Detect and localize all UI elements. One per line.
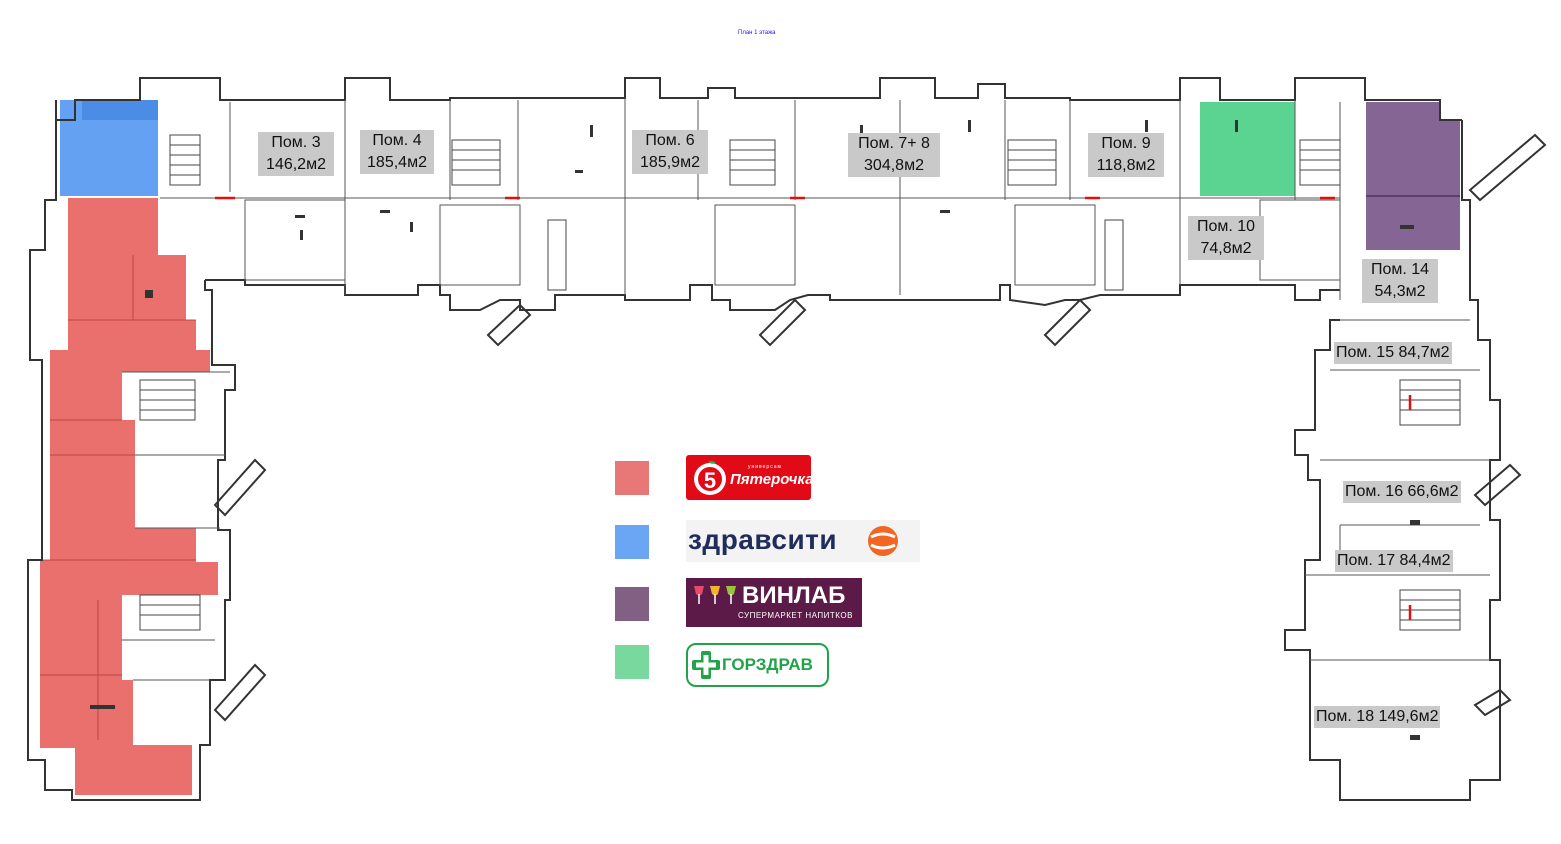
room-7-8-area: 304,8м2 <box>864 157 924 174</box>
room-6-area: 185,9м2 <box>640 154 700 171</box>
room-9-area: 118,8м2 <box>1096 157 1156 174</box>
room-3-name: Пом. 3 <box>271 134 321 151</box>
stairs <box>139 134 1461 631</box>
partitions-top <box>160 98 1341 300</box>
room-label-15: Пом. 15 84,7м2 <box>1334 342 1452 364</box>
orange-swirl-icon <box>868 526 898 556</box>
room-9-name: Пом. 9 <box>1101 135 1151 152</box>
room-label-14: Пом. 14 54,3м2 <box>1362 259 1438 303</box>
room-label-17: Пом. 17 84,4м2 <box>1335 550 1453 572</box>
five-apple-icon: 5 <box>694 460 726 495</box>
plan-caption: План 1 этажа <box>738 30 776 36</box>
legend-swatch-pyaterochka <box>615 461 649 495</box>
room-10-name: Пом. 10 <box>1196 218 1256 235</box>
partitions-left <box>122 371 230 681</box>
room-label-7-8: Пом. 7+ 8 304,8м2 <box>848 133 940 177</box>
room-14-name: Пом. 14 <box>1370 261 1430 278</box>
pyaterochka-tagline: универсам <box>748 464 782 470</box>
gorzdrav-brand: ГОРЗДРАВ <box>722 655 813 674</box>
room-label-3: Пом. 3 146,2м2 <box>258 132 334 176</box>
zdravcity-brand: здравсити <box>688 524 838 555</box>
building-outline <box>27 77 1501 801</box>
room-4-area: 185,4м2 <box>367 154 427 171</box>
zone-zdravcity <box>60 100 158 196</box>
zone-pyaterochka <box>40 198 218 795</box>
room-3-area: 146,2м2 <box>266 156 326 173</box>
room-14-area: 54,3м2 <box>1374 283 1426 300</box>
svg-text:5: 5 <box>704 468 716 493</box>
room-7-8-name: Пом. 7+ 8 <box>858 135 930 152</box>
logo-zdravcity: здравсити <box>686 520 920 562</box>
logo-pyaterochka: 5 универсам Пятерочка <box>686 455 811 500</box>
green-cross-icon <box>692 651 720 679</box>
room-label-6: Пом. 6 185,9м2 <box>632 130 708 174</box>
legend-swatch-zdravcity <box>615 525 649 559</box>
room-10-area: 74,8м2 <box>1200 240 1252 257</box>
room-label-9: Пом. 9 118,8м2 <box>1088 133 1164 177</box>
room-label-10: Пом. 10 74,8м2 <box>1188 216 1264 260</box>
room-4-name: Пом. 4 <box>372 132 422 149</box>
entrance-marks <box>215 196 1412 620</box>
zone-vinlab <box>1366 102 1460 250</box>
legend-swatch-vinlab <box>615 587 649 621</box>
vinlab-tagline: СУПЕРМАРКЕТ НАПИТКОВ <box>738 611 853 620</box>
room-label-4: Пом. 4 185,4м2 <box>360 130 434 174</box>
zone-gorzdrav <box>1200 102 1295 196</box>
room-label-16: Пом. 16 66,6м2 <box>1343 481 1461 503</box>
legend-swatch-gorzdrav <box>615 645 649 679</box>
logo-gorzdrav: ГОРЗДРАВ <box>686 643 829 687</box>
pyaterochka-brand: Пятерочка <box>730 471 811 488</box>
logo-vinlab: ВИНЛАБ СУПЕРМАРКЕТ НАПИТКОВ <box>686 578 862 627</box>
vinlab-brand: ВИНЛАБ <box>742 582 846 609</box>
wine-glasses-icon <box>694 586 736 604</box>
diagonal-balconies <box>213 133 1547 722</box>
room-6-name: Пом. 6 <box>645 132 695 149</box>
room-label-18: Пом. 18 149,6м2 <box>1314 706 1441 728</box>
fixture-marks <box>90 120 1420 740</box>
